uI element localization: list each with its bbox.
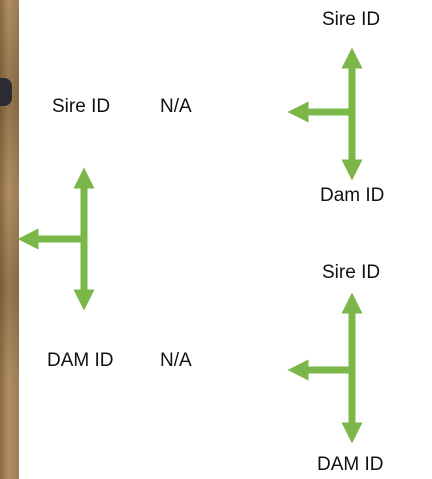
bottom-right-branch-arrow (287, 292, 363, 444)
dam-id-bottom-label: DAM ID (317, 454, 384, 475)
sire-id-bottom-label: Sire ID (322, 262, 381, 283)
sire-id-value: N/A (160, 96, 192, 117)
dam-id-top-label: Dam ID (320, 185, 385, 206)
dam-id-label: DAM ID (47, 350, 114, 371)
background-photo-edge (0, 0, 19, 479)
top-right-branch-arrow (287, 47, 363, 181)
sire-id-top-label: Sire ID (322, 9, 381, 30)
sire-id-label: Sire ID (52, 96, 111, 117)
photo-detail (0, 78, 12, 106)
left-branch-arrow (17, 167, 95, 311)
dam-id-value: N/A (160, 350, 192, 371)
